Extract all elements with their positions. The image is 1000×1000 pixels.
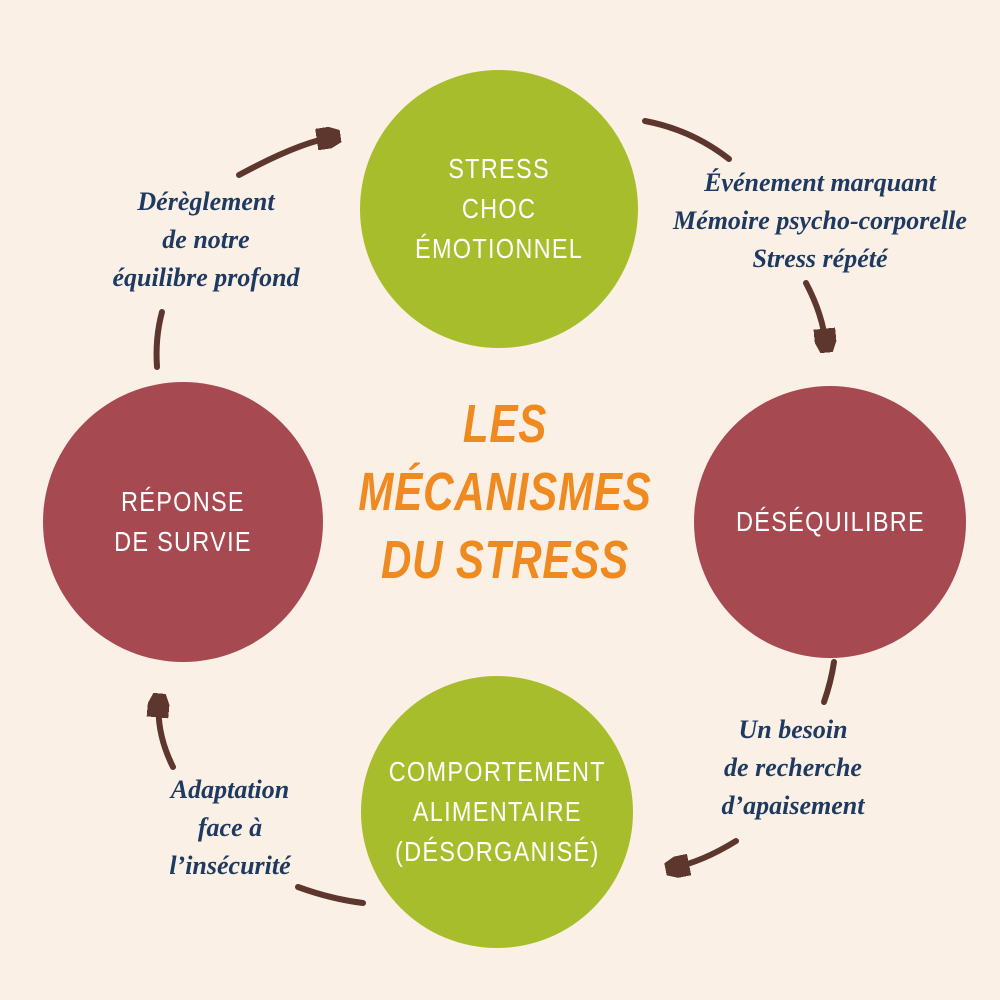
- label-adaptation-insecurite: Adaptation face à l’insécurité: [169, 771, 290, 885]
- node-left-line: DE SURVIE: [114, 526, 252, 557]
- arrow-to-top-node-icon: [236, 137, 334, 178]
- label-dereglement: Dérèglement de notre équilibre profond: [112, 183, 299, 297]
- label-line: de notre: [162, 225, 250, 254]
- label-line: Dérèglement: [137, 187, 275, 216]
- diagram-title: LES MÉCANISMES DU STRESS: [317, 390, 693, 594]
- node-top-text: STRESS CHOC ÉMOTIONNEL: [415, 149, 583, 269]
- node-right-text: DÉSÉQUILIBRE: [736, 502, 925, 542]
- label-line: Événement marquant: [704, 168, 936, 197]
- title-line: LES: [462, 394, 548, 454]
- label-line: Adaptation: [170, 775, 290, 804]
- connector-tail-top-left-icon: [153, 309, 165, 370]
- connector-tail-bottom-right-icon: [821, 659, 837, 705]
- node-left-line: RÉPONSE: [121, 486, 245, 517]
- node-top-line: STRESS: [448, 153, 550, 184]
- title-line: DU STRESS: [380, 530, 630, 590]
- arrow-to-left-node-icon: [159, 700, 176, 770]
- node-bottom-line: COMPORTEMENT: [388, 756, 606, 787]
- node-bottom-text: COMPORTEMENT ALIMENTAIRE (DÉSORGANISÉ): [388, 752, 605, 872]
- label-line: Mémoire psycho-corporelle: [673, 206, 967, 235]
- node-right-line: DÉSÉQUILIBRE: [735, 506, 925, 537]
- label-evenement-marquant: Événement marquant Mémoire psycho-corpor…: [673, 164, 967, 278]
- connector-tail-top-right-icon: [642, 118, 732, 162]
- label-line: l’insécurité: [169, 851, 291, 880]
- node-bottom-line: (DÉSORGANISÉ): [394, 836, 600, 867]
- node-comportement-alimentaire: COMPORTEMENT ALIMENTAIRE (DÉSORGANISÉ): [361, 676, 633, 948]
- node-bottom-line: ALIMENTAIRE: [412, 796, 582, 827]
- node-left-text: RÉPONSE DE SURVIE: [114, 482, 252, 562]
- node-stress-choc-emotionnel: STRESS CHOC ÉMOTIONNEL: [360, 70, 638, 348]
- label-line: Stress répété: [752, 244, 888, 273]
- arrow-to-right-node-icon: [803, 280, 826, 346]
- node-top-line: CHOC: [461, 193, 537, 224]
- label-line: de recherche: [724, 753, 862, 782]
- label-besoin-apaisement: Un besoin de recherche d’apaisement: [722, 711, 865, 825]
- label-line: équilibre profond: [112, 263, 300, 292]
- title-line: MÉCANISMES: [358, 462, 652, 522]
- node-top-line: ÉMOTIONNEL: [414, 233, 584, 264]
- node-desequilibre: DÉSÉQUILIBRE: [694, 386, 966, 658]
- label-line: Un besoin: [738, 715, 848, 744]
- arrow-to-bottom-node-icon: [672, 838, 739, 868]
- node-reponse-de-survie: RÉPONSE DE SURVIE: [43, 382, 323, 662]
- label-line: d’apaisement: [721, 791, 865, 820]
- connector-tail-bottom-left-icon: [295, 884, 366, 906]
- label-line: face à: [197, 813, 263, 842]
